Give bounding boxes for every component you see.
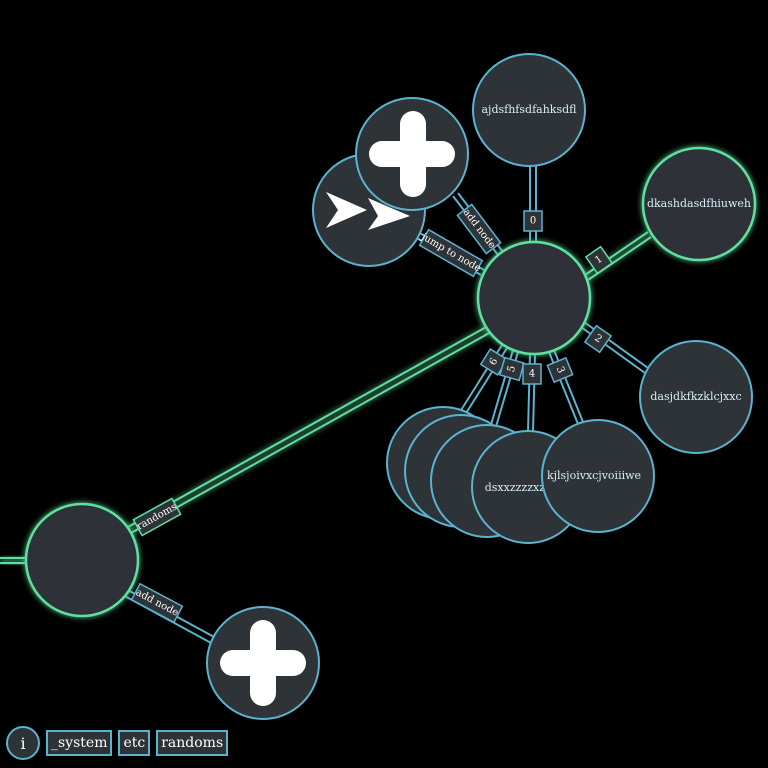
edge-label-jump-to-node-text: jump to node: [419, 231, 483, 274]
edge-label-child-5[interactable]: 5: [498, 356, 526, 382]
edge-label-parent-link[interactable]: randoms: [132, 497, 182, 537]
node-child-0-label: ajdsfhfsdfahksdfl: [482, 103, 578, 116]
node-child-2[interactable]: dasjdkfkzklcjxxc: [639, 340, 753, 454]
plus-icon: [220, 620, 306, 706]
edge-child-2: [580, 321, 649, 374]
edge-label-child-3[interactable]: 3: [546, 356, 574, 384]
edge-label-child-5-text: 5: [506, 364, 518, 373]
edge-label-add-node-parent[interactable]: add node: [130, 582, 184, 624]
edge-label-child-4[interactable]: 4: [522, 363, 542, 385]
edge-label-child-2-text: 2: [592, 333, 604, 346]
edge-label-add-node-center[interactable]: add node: [456, 203, 502, 255]
edge-label-child-4-text: 4: [529, 369, 535, 380]
add-node-button-parent[interactable]: [206, 606, 320, 720]
node-child-2-label: dasjdkfkzklcjxxc: [650, 390, 741, 403]
info-button[interactable]: i: [6, 726, 40, 760]
edge-label-child-6-text: 6: [488, 356, 501, 367]
node-child-3[interactable]: kjlsjoivxcjvoiiiwe: [541, 419, 655, 533]
edge-label-child-2[interactable]: 2: [583, 324, 613, 354]
node-child-0[interactable]: ajdsfhfsdfahksdfl: [472, 53, 586, 167]
edge-label-child-0-text: 0: [530, 216, 536, 227]
node-child-4-label: dsxxzzzzxzx: [485, 481, 552, 494]
current-node[interactable]: [476, 240, 592, 356]
double-arrow-icon: [326, 192, 410, 230]
node-child-1[interactable]: dkashdasdfhiuweh: [641, 146, 757, 262]
edge-label-child-0[interactable]: 0: [523, 210, 543, 232]
edge-child-0: [529, 166, 537, 244]
node-child-1-label: dkashdasdfhiuweh: [647, 197, 751, 210]
breadcrumb-system[interactable]: _system: [46, 730, 113, 756]
edge-offscreen-parent: [0, 557, 28, 564]
parent-node[interactable]: [24, 502, 140, 618]
edge-parent-current: [127, 325, 492, 534]
hud-toolbar: i _system etc randoms: [6, 724, 229, 762]
edge-label-child-6[interactable]: 6: [479, 348, 509, 376]
edge-label-child-3-text: 3: [554, 365, 567, 375]
add-node-button-center[interactable]: [355, 97, 469, 211]
edge-label-child-1[interactable]: 1: [584, 245, 614, 275]
plus-icon: [369, 111, 455, 197]
edge-label-child-1-text: 1: [593, 254, 605, 267]
breadcrumb-randoms[interactable]: randoms: [156, 730, 229, 756]
breadcrumb-etc[interactable]: etc: [118, 730, 151, 756]
node-child-3-label: kjlsjoivxcjvoiiiwe: [547, 469, 641, 482]
